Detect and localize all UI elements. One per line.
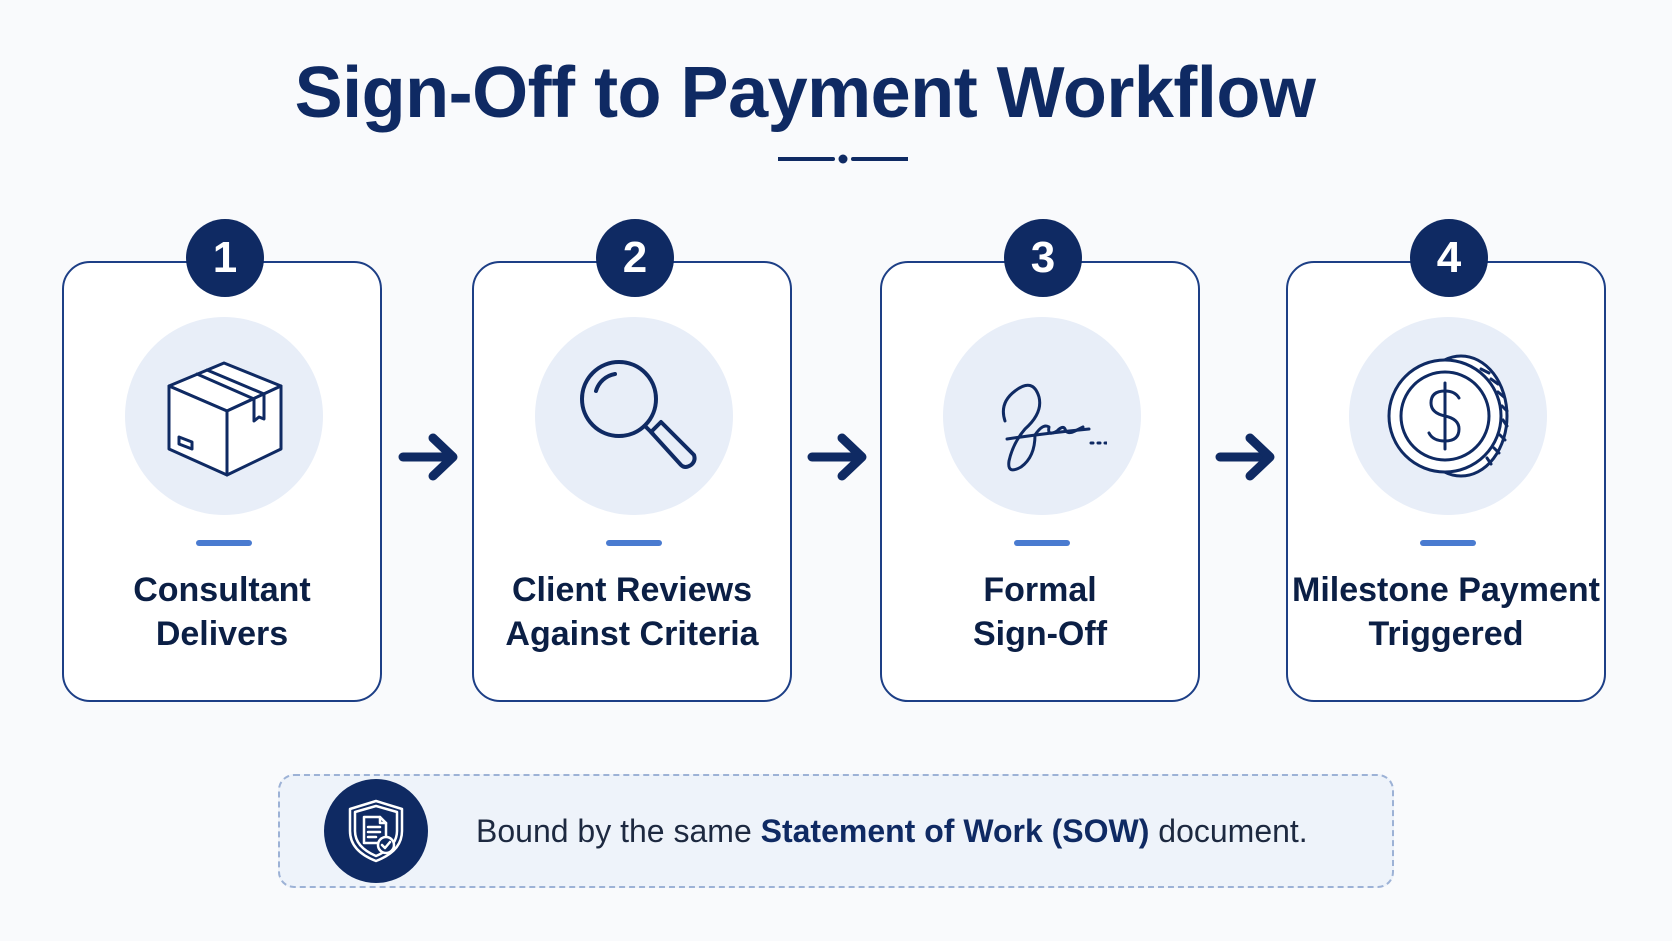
- shield-badge: [324, 779, 428, 883]
- signature-icon: [1001, 383, 1107, 472]
- card-accent-line: [1014, 540, 1070, 546]
- step-label-line: Consultant: [133, 571, 311, 609]
- icon-circle: [125, 317, 323, 515]
- step-card-1: 1 Consultant Delivers: [62, 219, 382, 702]
- icon-circle: [535, 317, 733, 515]
- card-accent-line: [1420, 540, 1476, 546]
- card-accent-line: [606, 540, 662, 546]
- step-card-2: 2 Client Reviews Against Criteria: [472, 219, 792, 702]
- step-label: Consultant Delivers: [64, 568, 380, 656]
- step-number-badge: 1: [186, 219, 264, 297]
- arrow-right-icon: [807, 433, 867, 481]
- footer-text-prefix: Bound by the same: [476, 813, 761, 849]
- icon-circle: [943, 317, 1141, 515]
- footer-text: Bound by the same Statement of Work (SOW…: [476, 776, 1308, 886]
- page-title: Sign-Off to Payment Workflow: [294, 53, 1316, 133]
- arrow-right-icon: [1215, 433, 1275, 481]
- sow-footer-note: Bound by the same Statement of Work (SOW…: [278, 774, 1394, 888]
- arrow-right-icon: [398, 433, 458, 481]
- step-label-line: Delivers: [155, 615, 289, 653]
- step-label-line: Triggered: [1368, 615, 1524, 653]
- card-accent-line: [196, 540, 252, 546]
- step-card-3: 3 Formal Sign-Off: [880, 219, 1200, 702]
- step-number-badge: 2: [596, 219, 674, 297]
- step-number-badge: 4: [1410, 219, 1488, 297]
- step-label: Client Reviews Against Criteria: [474, 568, 790, 656]
- step-card-4: 4 Milestone Payment Triggered: [1286, 219, 1606, 702]
- step-label-line: Sign-Off: [972, 615, 1108, 653]
- step-label: Milestone Payment Triggered: [1288, 568, 1604, 656]
- box-icon: [167, 361, 283, 477]
- footer-text-bold: Statement of Work (SOW): [760, 813, 1150, 849]
- icon-circle: [1349, 317, 1547, 515]
- magnifying-glass-icon: [580, 360, 697, 469]
- footer-text-suffix: document.: [1149, 813, 1308, 849]
- shield-document-icon: [348, 799, 404, 863]
- step-label-line: Milestone Payment: [1292, 571, 1600, 609]
- step-label: Formal Sign-Off: [882, 568, 1198, 656]
- step-label-line: Against Criteria: [505, 615, 759, 653]
- dollar-coin-icon: [1387, 354, 1509, 478]
- step-number-badge: 3: [1004, 219, 1082, 297]
- step-label-line: Client Reviews: [512, 571, 752, 609]
- step-label-line: Formal: [983, 571, 1097, 609]
- title-divider: [778, 154, 908, 164]
